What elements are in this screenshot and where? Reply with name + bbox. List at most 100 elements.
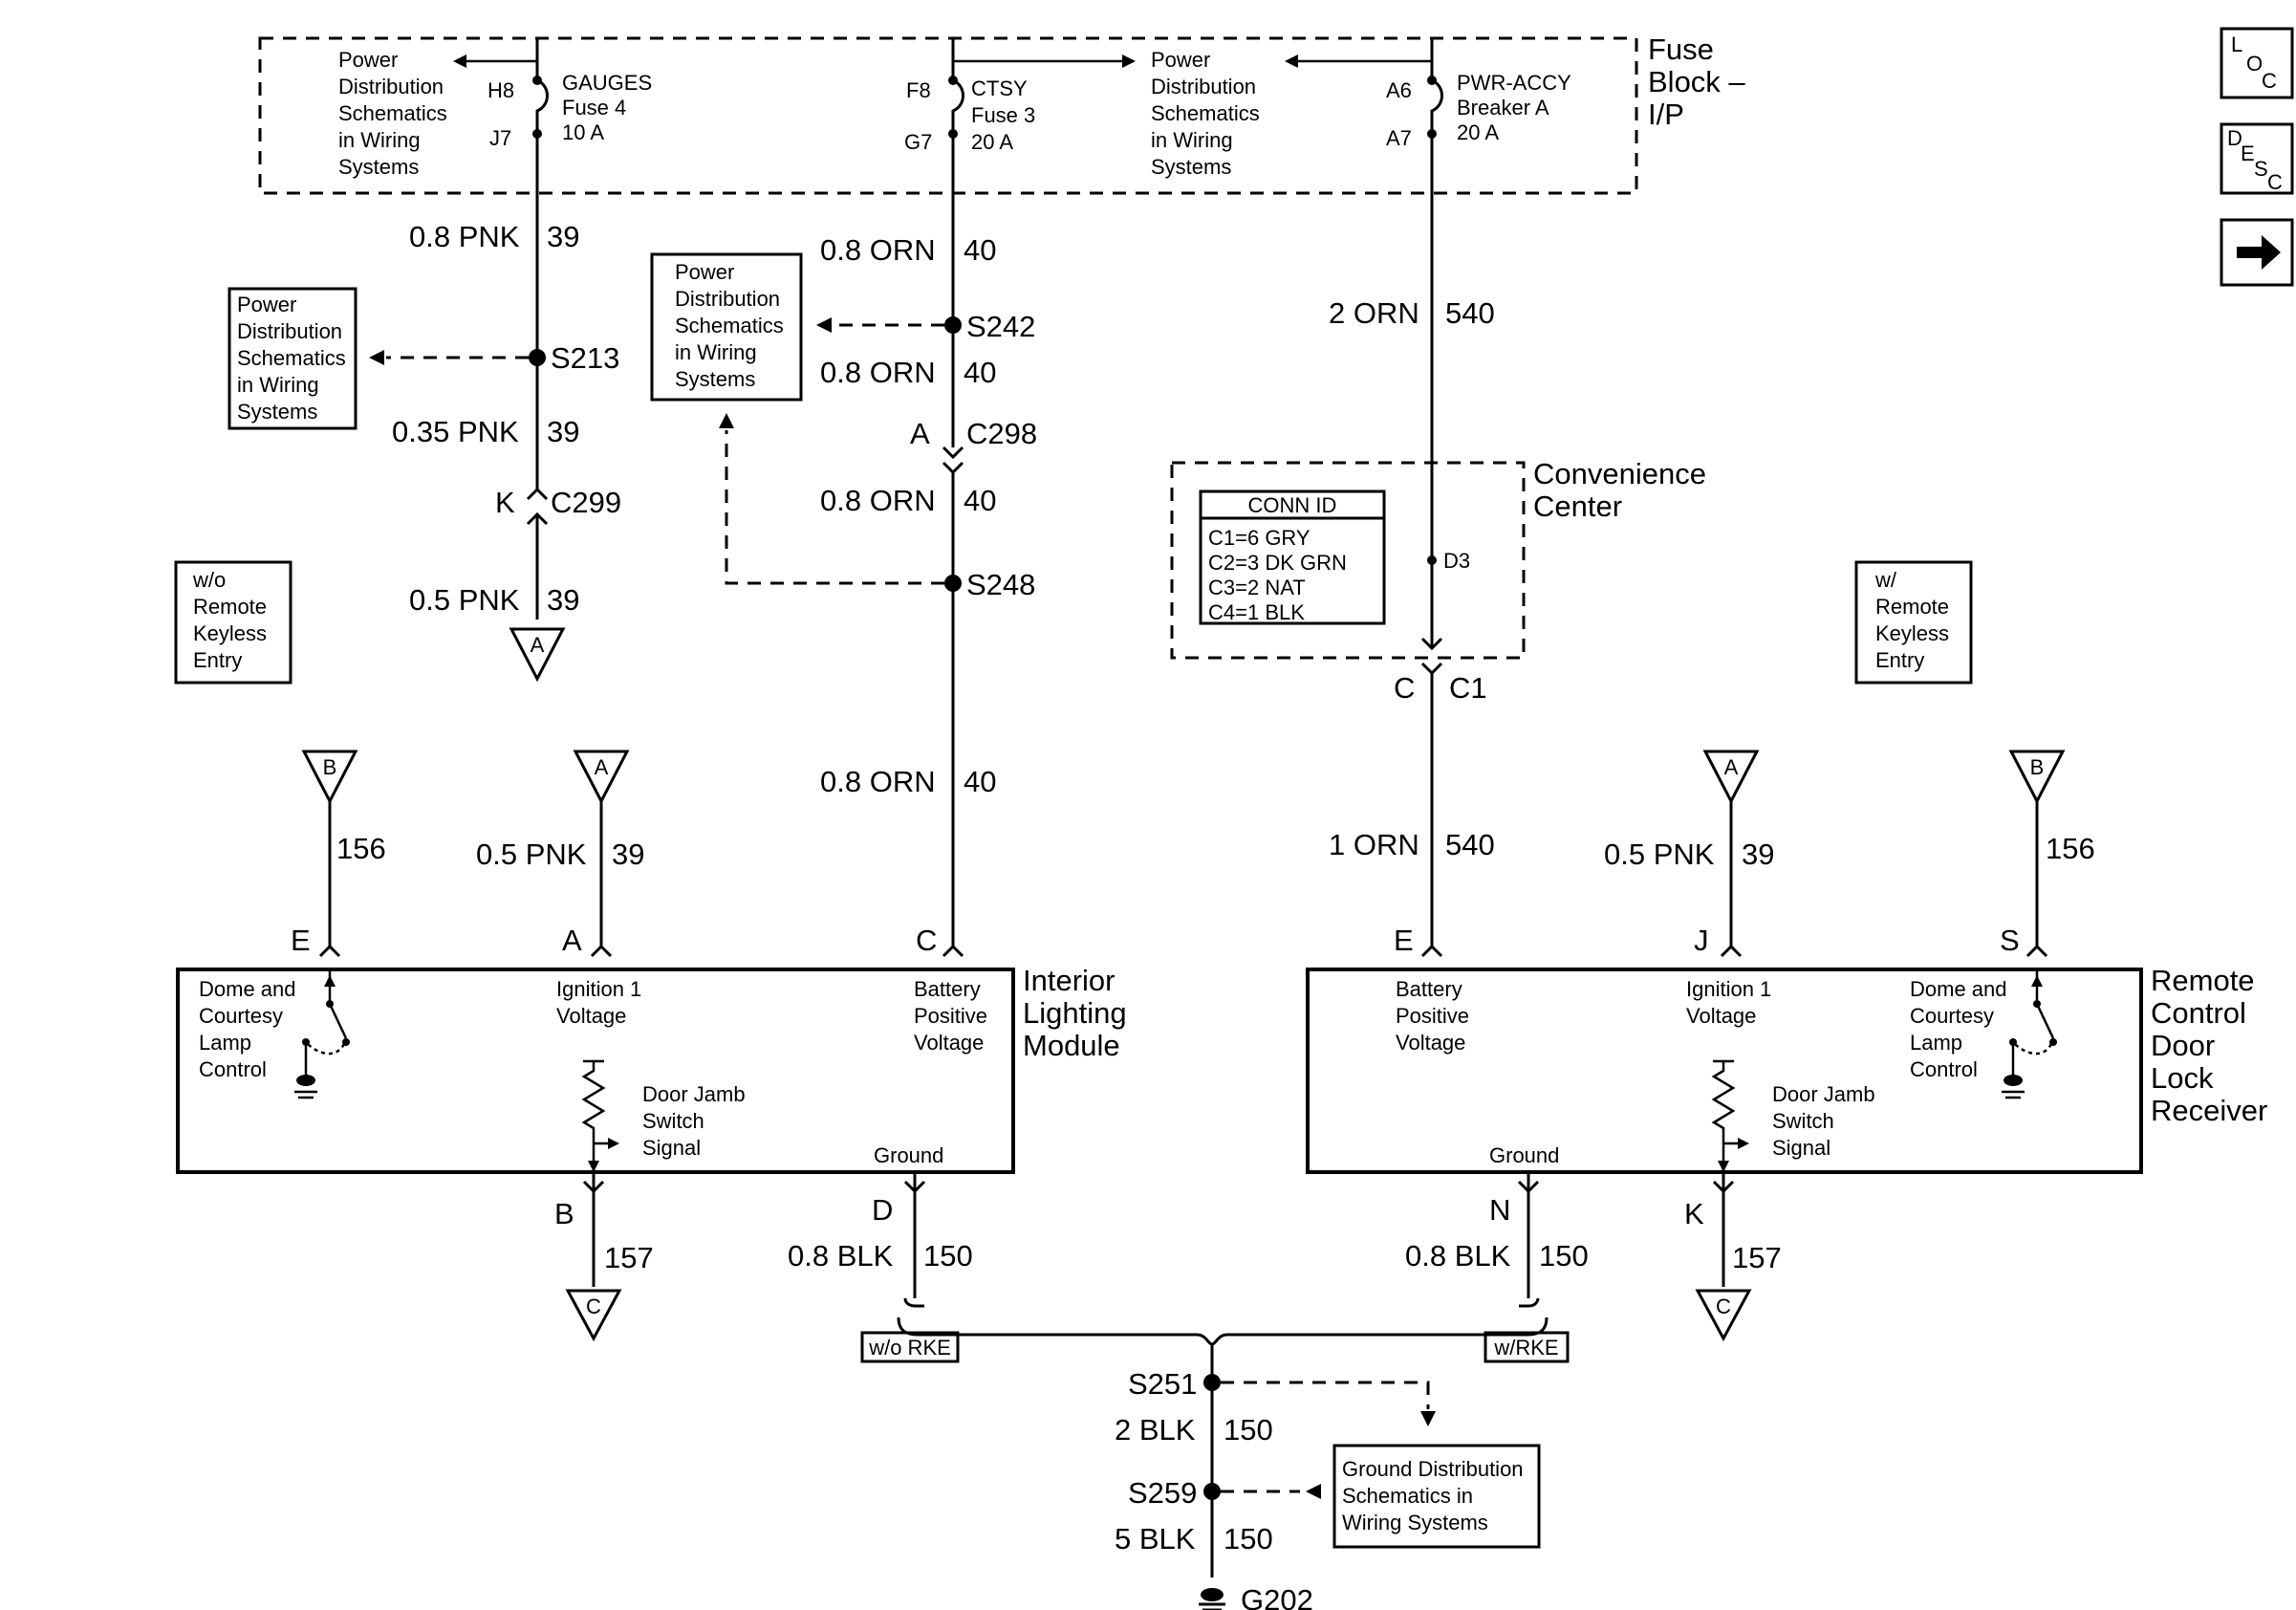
ref-line: Schematics in (1342, 1484, 1473, 1508)
offpage-label: B (323, 755, 337, 779)
wire-circuit-label: 156 (2046, 832, 2095, 865)
function-label: Ground (1489, 1143, 1559, 1167)
function-label: Battery (1396, 977, 1462, 1001)
connector-d3-label: D3 (1443, 549, 1470, 573)
function-label: Positive (1396, 1004, 1469, 1028)
function-label: Control (199, 1057, 267, 1081)
function-label: Signal (1772, 1136, 1830, 1160)
switch-icon (2009, 969, 2057, 1080)
connector-pin-label: A (910, 417, 930, 450)
offpage-connector-c (565, 1289, 622, 1342)
fuse-pin-label: G7 (904, 130, 932, 154)
wo-rke-tag-label: w/o RKE (868, 1336, 951, 1360)
convenience-center-title: Center (1533, 490, 1622, 523)
fuse-block-outline (258, 36, 1638, 195)
pin-terminal (1720, 944, 1743, 958)
wire-circuit-label: 40 (964, 233, 996, 267)
w-rke-tag (1484, 1331, 1570, 1363)
pd-ref-line: Distribution (1151, 75, 1256, 98)
pin-terminal (942, 944, 964, 958)
terminal-icon (1427, 555, 1437, 565)
connector-c1-female (1420, 662, 1443, 676)
ref-line: in Wiring (675, 340, 757, 364)
offpage-connector-a (573, 750, 630, 805)
desc-letter: D (2227, 126, 2242, 150)
function-label: Dome and (1910, 977, 2007, 1001)
wire-gauge-label: 0.5 PNK (476, 838, 587, 871)
power-distribution-ref-left: Power Distribution Schematics in Wiring … (227, 287, 357, 430)
splice-s242-dot (944, 316, 962, 334)
option-line: Keyless (1875, 621, 1949, 645)
function-label: Battery (914, 977, 981, 1001)
pin-terminal (903, 1180, 926, 1194)
ref-line: Schematics (237, 346, 346, 370)
w-rke-tag-label: w/RKE (1493, 1336, 1558, 1360)
wire-gauge-label: 0.35 PNK (392, 415, 519, 448)
wire-circuit-label: 157 (604, 1241, 654, 1274)
connector-c298-female (942, 461, 964, 475)
pin-label: E (291, 924, 311, 957)
wire-gauge-label: 0.8 BLK (1405, 1239, 1511, 1273)
pin-terminal (2025, 944, 2048, 958)
pin-label: E (1394, 924, 1414, 957)
arrow-icon (1122, 54, 1136, 68)
switch-icon (302, 969, 350, 1080)
pd-ref-line: Distribution (338, 75, 444, 98)
splice-s259-dot (1203, 1483, 1221, 1500)
desc-button[interactable]: D E S C (2220, 122, 2294, 195)
ground-distribution-ref: Ground Distribution Schematics in Wiring… (1332, 1444, 1541, 1549)
function-label: Ignition 1 (1686, 977, 1771, 1001)
splice-s248-dot (944, 575, 962, 592)
ground-icon (1199, 1588, 1225, 1610)
function-label: Switch (642, 1109, 704, 1133)
arrow-icon (453, 54, 466, 68)
pd-ref-line: in Wiring (1151, 128, 1233, 152)
wire-gauge-label: 2 BLK (1115, 1413, 1196, 1447)
wire-circuit-label: 39 (547, 415, 579, 448)
option-box-with-rke: w/ Remote Keyless Entry (1854, 560, 1973, 685)
splice-s213-dot (529, 349, 546, 366)
splice-s248-ref-line (725, 430, 944, 585)
ref-line: Distribution (675, 287, 780, 311)
wire-circuit-label: 40 (964, 356, 996, 389)
connector-c298-male (942, 446, 964, 460)
arrow-icon (369, 350, 384, 365)
convenience-center-outline (1170, 461, 1526, 660)
fuse-rating: 20 A (971, 130, 1013, 154)
fuse-ctsy-element (951, 38, 964, 134)
arrow-icon (1285, 54, 1298, 68)
loc-button[interactable]: L O C (2220, 27, 2294, 99)
function-label: Voltage (556, 1004, 626, 1028)
offpage-label: C (586, 1295, 601, 1318)
function-label: Door Jamb (642, 1082, 746, 1106)
next-page-button[interactable] (2220, 218, 2294, 287)
conn-id-row: C3=2 NAT (1208, 576, 1306, 599)
ref-line: Ground Distribution (1342, 1457, 1524, 1481)
wire-circuit-label: 39 (547, 583, 579, 617)
pin-label: C (916, 924, 937, 957)
module-title: Lighting (1023, 996, 1127, 1030)
breaker-element (1430, 38, 1443, 134)
splice-s251-ref-line (1221, 1381, 1430, 1409)
function-label: Voltage (1396, 1031, 1465, 1055)
function-label: Switch (1772, 1109, 1834, 1133)
option-line: Remote (1875, 595, 1949, 619)
wire-gauge-label: 0.8 ORN (820, 356, 936, 389)
wire-circuit-label: 39 (1742, 838, 1774, 871)
bus-stub (903, 1297, 924, 1308)
loc-letter: O (2246, 52, 2263, 76)
pd-ref-line: Systems (338, 155, 419, 179)
connector-c1-male (1420, 637, 1443, 651)
ground-harness (897, 1316, 1549, 1346)
desc-letter: E (2241, 141, 2255, 165)
module-title: Remote (2151, 964, 2255, 997)
ref-box (1332, 1444, 1541, 1549)
wire-gauge-label: 0.8 ORN (820, 233, 936, 267)
offpage-connector-b (2008, 750, 2066, 805)
function-label: Control (1910, 1057, 1978, 1081)
function-label: Lamp (199, 1031, 251, 1055)
splice-s251-dot (1203, 1374, 1221, 1391)
wire-gauge-label: 0.8 ORN (820, 484, 936, 517)
wire-circuit-label: 150 (1539, 1239, 1589, 1273)
pin-terminal (1420, 944, 1443, 958)
